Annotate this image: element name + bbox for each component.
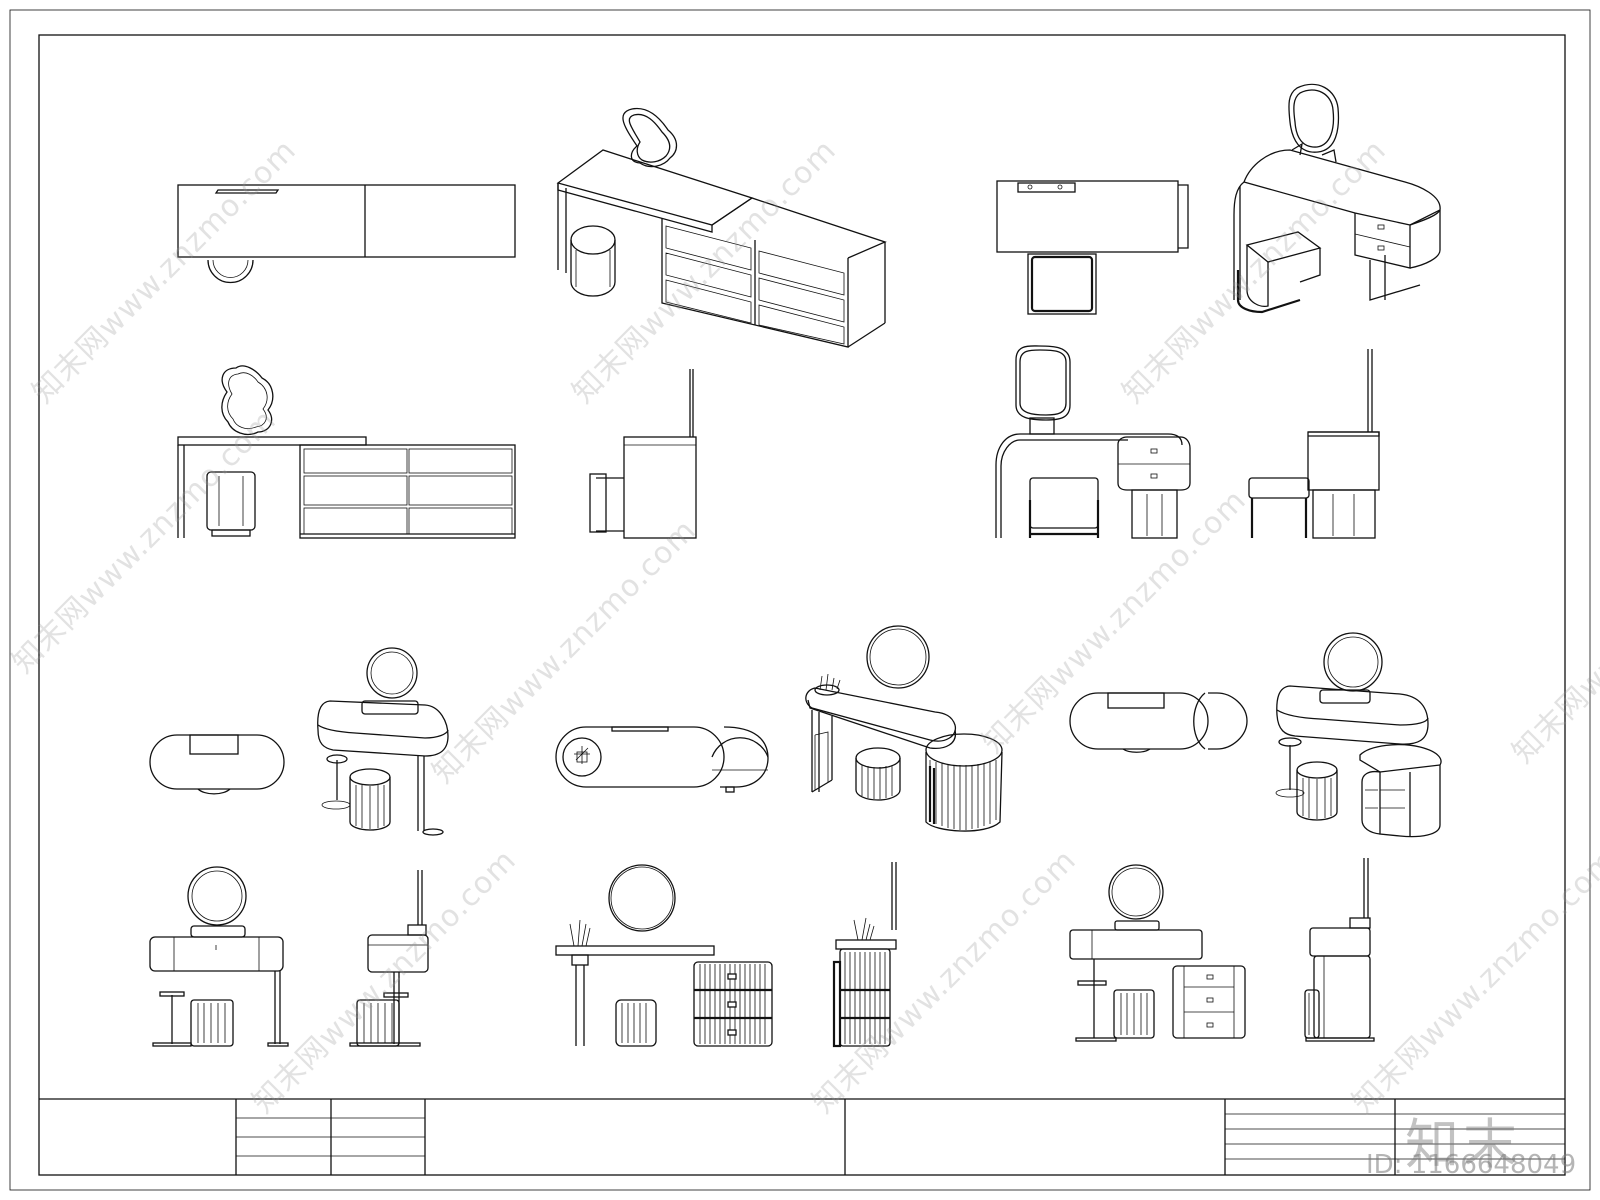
vanity-isometric-cabinet [1275,632,1442,838]
vanity-isometric-pill [317,647,449,836]
vanity-plan-with-cabinet [555,726,769,793]
vanity-front-pill [149,866,289,1047]
drawing-frame [38,34,1566,1176]
vanity-front-long [177,365,516,539]
vanity-isometric-rounded [1233,83,1441,314]
vanity-side-long [589,369,697,539]
vanity-side-ribbed [832,862,897,1048]
vanity-isometric-ribbed [805,625,1003,832]
image-id: ID: 1166648049 [1366,1150,1577,1180]
outer-border [9,9,1591,1191]
vanity-front-ribbed [555,864,773,1047]
vanity-plan-double-pill [1069,692,1248,753]
vanity-side-pill [349,870,429,1047]
vanity-side-rounded [1248,349,1380,539]
vanity-front-cabinet [1069,864,1246,1042]
vanity-side-cabinet [1304,858,1375,1042]
vanity-front-rounded [995,345,1191,539]
brand-logo: 知末 [1405,1113,1521,1176]
vanity-plan-compact [996,180,1189,315]
vanity-plan-pill [149,734,285,795]
vanity-plan-long [177,184,516,284]
vanity-isometric-long [556,107,887,348]
title-block [39,1098,1565,1175]
